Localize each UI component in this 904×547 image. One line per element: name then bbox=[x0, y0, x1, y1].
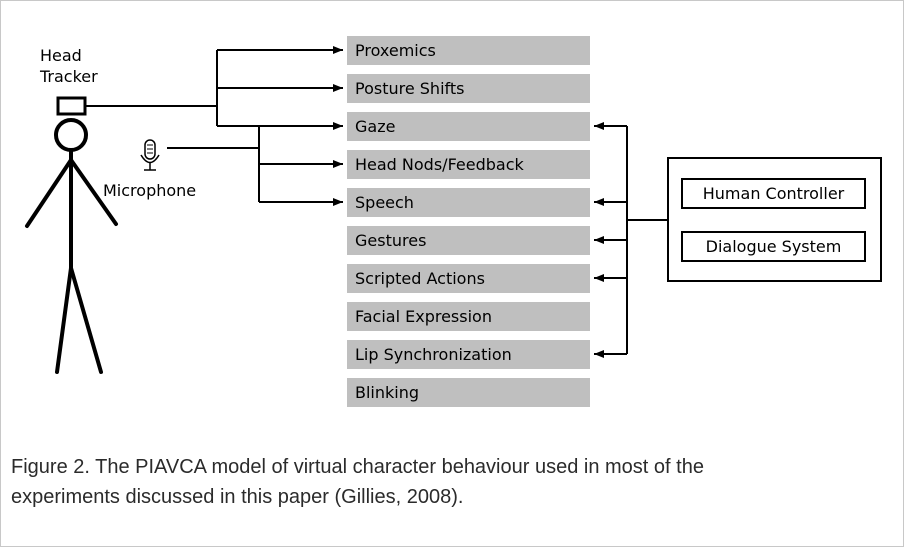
caption-line-2: experiments discussed in this paper (Gil… bbox=[11, 486, 464, 508]
behaviour-box-gaze: Gaze bbox=[347, 112, 590, 141]
behaviour-box-scripted-actions: Scripted Actions bbox=[347, 264, 590, 293]
tracker-connectors bbox=[85, 46, 343, 130]
controller-connectors bbox=[594, 122, 667, 358]
figure-caption: Figure 2. The PIAVCA model of virtual ch… bbox=[11, 452, 891, 512]
behaviour-box-blinking: Blinking bbox=[347, 378, 590, 407]
dialogue-system-box: Dialogue System bbox=[681, 231, 866, 262]
microphone-label: Microphone bbox=[103, 181, 197, 200]
microphone-connectors bbox=[167, 126, 343, 206]
human-controller-box: Human Controller bbox=[681, 178, 866, 209]
head-tracker-label-line1: Head bbox=[40, 46, 82, 65]
stick-figure-icon bbox=[25, 118, 118, 374]
behaviour-box-posture-shifts: Posture Shifts bbox=[347, 74, 590, 103]
behaviour-box-speech: Speech bbox=[347, 188, 590, 217]
controller-group: Human Controller Dialogue System bbox=[667, 157, 882, 282]
microphone-icon bbox=[140, 139, 160, 171]
head-tracker-icon bbox=[56, 96, 87, 116]
behaviour-box-lip-sync: Lip Synchronization bbox=[347, 340, 590, 369]
behaviour-box-gestures: Gestures bbox=[347, 226, 590, 255]
head-tracker-label-line2: Tracker bbox=[40, 67, 98, 86]
caption-line-1: Figure 2. The PIAVCA model of virtual ch… bbox=[11, 456, 704, 478]
behaviour-box-proxemics: Proxemics bbox=[347, 36, 590, 65]
behaviour-box-head-nods: Head Nods/Feedback bbox=[347, 150, 590, 179]
behaviour-box-facial-expression: Facial Expression bbox=[347, 302, 590, 331]
